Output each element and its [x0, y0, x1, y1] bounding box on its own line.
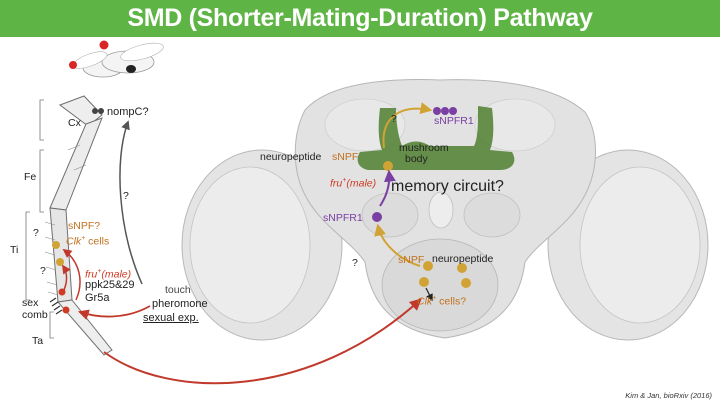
- snpf-lower-label: sNPF: [398, 254, 425, 266]
- arrow-snpf-to-clk: [425, 287, 433, 302]
- sexual-exp-label: sexual exp.: [143, 312, 199, 324]
- question-mark-leg-1: ?: [33, 227, 39, 239]
- arrow-leg-red-up-1: [62, 264, 71, 291]
- brain-clk-cells-label: Clk+ cells?: [417, 295, 467, 308]
- arrow-lower-snpf-to-snpfr1: [374, 223, 421, 267]
- snpfr1-dot-a: [433, 107, 441, 115]
- snpfr1-dot-mid: [372, 212, 382, 222]
- segment-label-tibia: Ti: [10, 244, 19, 256]
- nompc-dot-1: [92, 108, 98, 114]
- sex-comb-teeth: [49, 297, 63, 315]
- segment-brackets: [25, 99, 54, 339]
- neuropeptide-lower-label: neuropeptide: [432, 253, 494, 265]
- arrow-touch-to-nompc: [119, 120, 143, 285]
- snpfr1-mid-label: sNPFR1: [323, 212, 363, 224]
- snpf-left-label: sNPF: [332, 151, 359, 163]
- nompc-dot-2: [98, 108, 104, 114]
- neuropeptide-left-label: neuropeptide: [260, 151, 322, 163]
- segment-label-femur: Fe: [24, 171, 37, 183]
- snpfr1-top-label: sNPFR1: [434, 115, 474, 127]
- page-title: SMD (Shorter-Mating-Duration) Pathway: [127, 4, 593, 32]
- touch-label: touch: [165, 284, 191, 296]
- memory-circuit-label: memory circuit?: [391, 178, 504, 195]
- leg-fru-male-label: fru+(male): [85, 268, 132, 281]
- brain-snpf-dot-d: [461, 278, 471, 288]
- segment-label-tarsus: Ta: [32, 335, 44, 347]
- gr5a-label: Gr5a: [85, 292, 110, 304]
- leg-illustration: [49, 95, 113, 356]
- brain-question-mark-top: ?: [391, 113, 397, 125]
- sex-comb-label-line2: comb: [22, 309, 48, 321]
- leg-snpf-dot: [52, 241, 60, 249]
- arrow-snpfr1-mid-to-snpf: [379, 169, 396, 207]
- snpfr1-dot-b: [441, 107, 449, 115]
- arrow-snpf-to-snpfr1-top: [382, 102, 433, 149]
- arrow-leg-to-brain: [103, 298, 422, 385]
- title-bar: SMD (Shorter-Mating-Duration) Pathway: [0, 0, 720, 37]
- fly-icon: [69, 40, 164, 78]
- brain-snpf-dot-c: [457, 263, 467, 273]
- arrow-pheromone-to-leg: [77, 305, 151, 320]
- leg-gr5a-dot: [62, 306, 70, 314]
- mushroom-body-label-line1: mushroom: [399, 142, 449, 154]
- mushroom-body: [357, 106, 515, 170]
- leg-snpf-query-label: sNPF?: [68, 220, 101, 232]
- nompc-label: nompC?: [107, 106, 149, 118]
- segment-label-coxa: Cx: [68, 117, 81, 129]
- brain-question-mark-lower: ?: [352, 257, 358, 269]
- leg-bristles: [44, 144, 87, 296]
- sex-comb-label-line1: sex: [22, 297, 39, 309]
- question-mark-touch: ?: [123, 190, 129, 202]
- leg-fru-dot: [58, 288, 66, 296]
- brain-snpf-dot-b: [419, 277, 429, 287]
- mushroom-body-label-line2: body: [405, 153, 428, 165]
- question-mark-leg-2: ?: [40, 265, 46, 277]
- snpfr1-dot-c: [449, 107, 457, 115]
- brain-snpf-dot-a: [423, 261, 433, 271]
- pheromone-label: pheromone: [152, 298, 208, 310]
- brain-snpf-dot-upper: [383, 161, 393, 171]
- leg-clk-cells-label: Clk+ cells: [66, 235, 110, 248]
- leg-clk-dot: [56, 258, 64, 266]
- ppk-label: ppk25&29: [85, 279, 135, 291]
- arrow-leg-red-up-2: [62, 248, 81, 301]
- brain-fru-male-label: fru+(male): [330, 177, 377, 190]
- citation: Kim & Jan, bioRxiv (2016): [625, 391, 712, 400]
